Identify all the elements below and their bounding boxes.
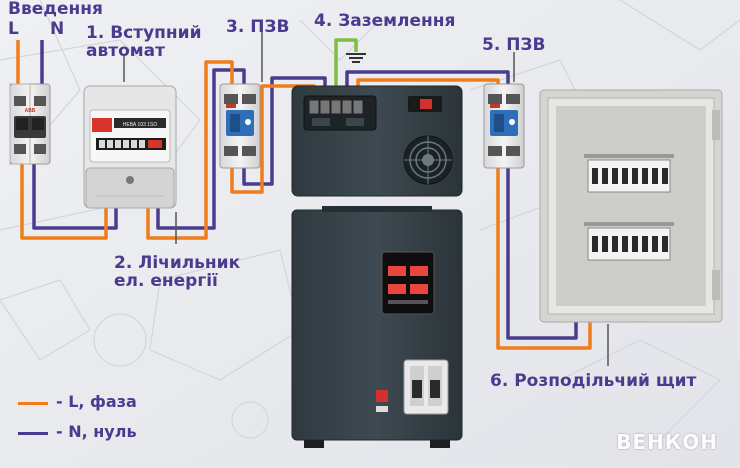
- step6-label: 6. Розподільчий щит: [490, 371, 697, 391]
- distribution-panel: [539, 89, 723, 323]
- step4-label: 4. Заземлення: [314, 11, 456, 31]
- legend-phase-line: [18, 402, 48, 405]
- rcd-2: [483, 83, 525, 169]
- background-blueprint: [0, 0, 740, 441]
- wire-n-meter-to-rcd1: [156, 68, 246, 230]
- wire-l-meter-to-rcd1: [146, 60, 234, 240]
- meter-model-text: НЕВА 103 1SO: [123, 122, 158, 128]
- ground-wire: [334, 38, 366, 96]
- n-label: N: [50, 19, 65, 39]
- step1-label-line2: автомат: [86, 41, 165, 61]
- brand-logo: ВЕНКОН: [616, 430, 718, 454]
- input-label: Введення: [8, 0, 103, 19]
- stabilizer-top: [291, 85, 463, 197]
- neutral-wires: [32, 40, 578, 340]
- wire-l-breaker-to-meter: [20, 164, 108, 240]
- legend-neutral-text: - N, нуль: [56, 422, 137, 441]
- step1-label-line1: 1. Вступний: [86, 23, 202, 43]
- rcd-1: [219, 83, 261, 169]
- svg-text:ABB: ABB: [25, 108, 36, 114]
- leader-lines: [123, 30, 609, 366]
- step3-label: 3. ПЗВ: [226, 17, 290, 37]
- legend-phase-text: - L, фаза: [56, 392, 137, 411]
- wire-n-breaker-to-meter: [32, 164, 118, 230]
- input-breaker: ABB: [9, 83, 51, 165]
- wire-n-stabilizer-to-rcd2: [345, 70, 510, 96]
- cooling-fan-icon: [403, 135, 453, 185]
- wire-l-rcd2-to-panel: [496, 168, 592, 350]
- energy-meter: [83, 85, 177, 209]
- wire-n-rcd1-to-stabilizer: [242, 76, 327, 186]
- legend-neutral-line: [18, 432, 48, 435]
- step5-label: 5. ПЗВ: [482, 35, 546, 55]
- l-label: L: [8, 19, 19, 39]
- wire-n-rcd2-to-panel: [506, 168, 578, 340]
- stabilizer-body: [291, 206, 463, 448]
- step2-label-line1: 2. Лічильник: [114, 253, 241, 273]
- step2-label-line2: ел. енергії: [114, 271, 218, 291]
